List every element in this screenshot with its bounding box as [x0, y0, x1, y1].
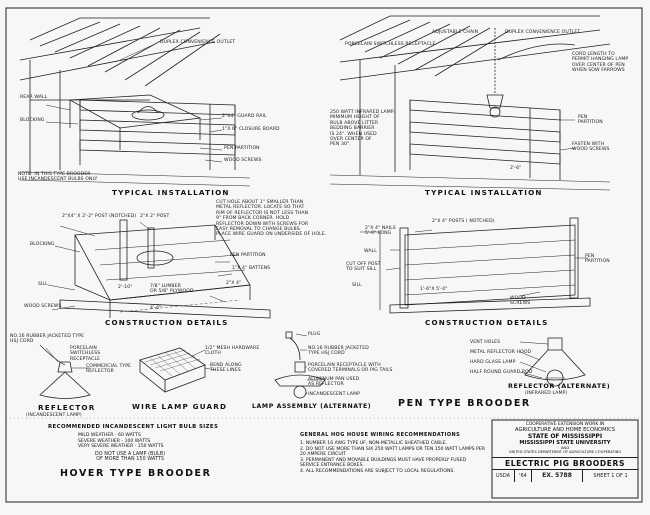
title-line-3: STATE OF MISSISSIPPI [527, 433, 603, 440]
label-closure-board: 1"x 6" CLOSURE BOARD [222, 127, 280, 132]
label-pen-partition-left: PEN PARTITION [224, 146, 260, 151]
title-line-5: AND [560, 445, 570, 450]
label-infrared-lamp-note: 250 WATT INFRARED LAMP. MINIMUM HEIGHT O… [330, 110, 395, 148]
title-block-footer: USDA '64 EX. 5788 SHEET 1 OF 1 [492, 469, 638, 482]
year-cell: '64 [515, 469, 532, 482]
label-posts-notched: 2"x 4" POSTS ( NOTCHED) [432, 219, 495, 224]
reflector-title: REFLECTOR [38, 403, 96, 412]
bulb-sizes-header: RECOMMENDED INCANDESCENT LIGHT BULB SIZE… [48, 424, 219, 430]
label-post-2x2: 2"x 2" POST [140, 214, 170, 219]
pen-construction-title: CONSTRUCTION DETAILS [425, 318, 549, 327]
wiring-item: 3. PERMANENT AND MOVABLE BUILDINGS MUST … [300, 457, 467, 469]
sheet-cell: SHEET 1 OF 1 [593, 472, 628, 479]
wiring-header: GENERAL HOG HOUSE WIRING RECOMMENDATIONS [300, 432, 461, 438]
label-hsj-cord-assembly: NO.16 RUBBER JACKETED TYPE HSJ CORD [308, 346, 369, 357]
label-blocking-top: BLOCKING [20, 118, 45, 123]
label-porcelain-receptacle: PORCELAIN SWITCHLESS RECEPTACLE [70, 346, 101, 362]
label-sill-hover: SILL [38, 282, 48, 287]
hover-construction-details [47, 219, 271, 319]
label-dim-2-10: 2'-10" [118, 285, 133, 290]
title-line-6: UNITED STATES DEPARTMENT OF AGRICULTURE … [492, 450, 638, 458]
label-switchless-receptacle: PORCELAIN SWITCHLESS RECEPTACLE [345, 42, 436, 47]
note-incandescent: NOTE: IN THIS TYPE BROODER USE INCANDESC… [18, 172, 98, 183]
pen-construction-details [360, 217, 591, 314]
bulb-sizes-list: MILD WEATHER - 60 WATTS SEVERE WEATHER -… [78, 433, 164, 450]
pen-typical-installation [329, 15, 611, 191]
label-adjustable-chain: ADJUSTABLE CHAIN [432, 30, 479, 35]
label-lumber: 7/8" LUMBER OR 5/8" PLYWOOD [150, 284, 194, 295]
label-half-round: HALF ROUND GUARD ROD [470, 370, 533, 375]
lamp-assembly [274, 331, 326, 399]
bulb-size-row: VERY SEVERE WEATHER - 150 WATTS [78, 444, 164, 450]
wire-guard-title: WIRE LAMP GUARD [132, 402, 228, 411]
label-wood-screws-pen: WOOD SCREWS [510, 296, 531, 307]
wiring-item: 4. ALL RECOMMENDATIONS ARE SUBJECT TO LO… [300, 468, 455, 474]
label-pen-partition-right: PEN PARTITION [578, 115, 603, 126]
label-guard-rail: 2"x4" GUARD RAIL [222, 114, 267, 119]
label-cut-hole-note: CUT HOLE ABOUT 1" SMALLER THAN METAL REF… [216, 200, 327, 238]
label-2x4: 2"x 4" [226, 281, 242, 286]
label-dim-1-6: 1'-6"x 5'-0" [420, 287, 448, 292]
label-wood-screws-left: WOOD SCREWS [224, 158, 262, 163]
label-dim-2-6: 2'-6" [510, 166, 522, 171]
label-rear-wall: REAR WALL [20, 95, 48, 100]
sheet-border [5, 7, 643, 503]
incandescent-reflector [39, 344, 91, 399]
wiring-item: 2. DO NOT USE MORE THAN SIX 250 WATT LAM… [300, 446, 485, 458]
label-mesh-cloth: 1/2" MESH HARDWARE CLOTH [205, 346, 260, 357]
title-block: COOPERATIVE EXTENSION WORK IN AGRICULTUR… [492, 420, 638, 498]
label-reflector-hood: METAL REFLECTOR HOOD [470, 350, 532, 355]
label-nails: 2"x 4" NAILS 5'-0" LONG [365, 226, 396, 237]
reflector-subtitle: (INCANDESCENT LAMP) [26, 413, 82, 418]
bulb-warning: DO NOT USE A LAMP (BULB) OF MORE THAN 15… [95, 452, 166, 463]
label-battens: 1"x 4" BATTENS [232, 266, 271, 271]
hover-typical-title: TYPICAL INSTALLATION [112, 188, 230, 197]
label-vent-holes: VENT HOLES [470, 340, 501, 345]
label-wall: WALL [364, 249, 377, 254]
label-fasten-screws: FASTEN WITH WOOD SCREWS [572, 142, 610, 153]
label-post-notched: 2"x4" x 2'-2" POST (NOTCHED) [62, 214, 137, 219]
label-cord-length: CORD LENGTH TO PERMIT HANGING LAMP OVER … [572, 52, 629, 74]
usda-cell: USDA [492, 469, 515, 482]
label-commercial-reflector: COMMERCIAL TYPE REFLECTOR [86, 364, 132, 375]
label-hsj-cord-reflector: NO.16 RUBBER JACKETED TYPE HSJ CORD [10, 334, 85, 345]
bulb-size-row: MILD WEATHER - 60 WATTS [78, 433, 141, 438]
ex-number-cell: EX. 5788 [532, 469, 583, 482]
hover-typical-installation [19, 17, 251, 187]
label-pen-partition-construction: PEN PARTITION [230, 253, 266, 258]
label-bend-lines: BEND ALONG THESE LINES [210, 363, 242, 374]
bulb-size-row: SEVERE WEATHER - 100 WATTS [78, 438, 151, 444]
hover-section-title: HOVER TYPE BROODER [60, 468, 212, 479]
label-plug: PLUG [308, 332, 321, 337]
label-aluminum-pan: ALUMINUM PAN USED AS REFLECTOR [308, 377, 360, 388]
title-line-4: MISSISSIPPI STATE UNIVERSITY [519, 440, 611, 446]
label-wood-screws-construction: WOOD SCREWS [24, 304, 62, 309]
infrared-reflector-subtitle: (INFRARED LAMP) [525, 391, 568, 396]
label-pen-partition-pen: PEN PARTITION [585, 254, 610, 265]
title-line-1: COOPERATIVE EXTENSION WORK IN [525, 422, 605, 427]
label-duplex-outlet-left: DUPLEX CONVENIENCE OUTLET [160, 40, 236, 45]
label-blocking-construction: BLOCKING [30, 242, 55, 247]
pen-typical-title: TYPICAL INSTALLATION [425, 188, 543, 197]
pen-section-title: PEN TYPE BROODER [398, 398, 531, 409]
wiring-list: 1. NUMBER 16 AWG TYPE UF, NON-METALLIC S… [300, 441, 485, 475]
title-line-2: AGRICULTURE AND HOME ECONOMICS [514, 427, 616, 433]
label-duplex-outlet-right: DUPLEX CONVENIENCE OUTLET [505, 30, 581, 35]
drawing-title: ELECTRIC PIG BROODERS [492, 458, 638, 470]
wiring-item: 1. NUMBER 16 AWG TYPE UF, NON-METALLIC S… [300, 441, 448, 446]
label-porcelain-covered: PORCELAIN RECEPTACLE WITH COVERED TERMIN… [308, 363, 393, 374]
label-cut-off-post: CUT OFF POST TO SUIT SILL [346, 262, 381, 273]
wire-lamp-guard [139, 347, 216, 393]
label-sill-pen: SILL [352, 283, 362, 288]
label-dim-4-6: 4'-6" [150, 306, 162, 311]
lamp-assembly-title: LAMP ASSEMBLY (ALTERNATE) [252, 403, 372, 410]
hover-construction-title: CONSTRUCTION DETAILS [105, 318, 229, 327]
label-hard-glass: HARD GLASS LAMP [470, 360, 516, 365]
infrared-reflector [519, 337, 586, 387]
label-incandescent-lamp: INCANDESCENT LAMP [308, 392, 360, 397]
infrared-reflector-title: REFLECTOR (ALTERNATE) [508, 382, 611, 390]
